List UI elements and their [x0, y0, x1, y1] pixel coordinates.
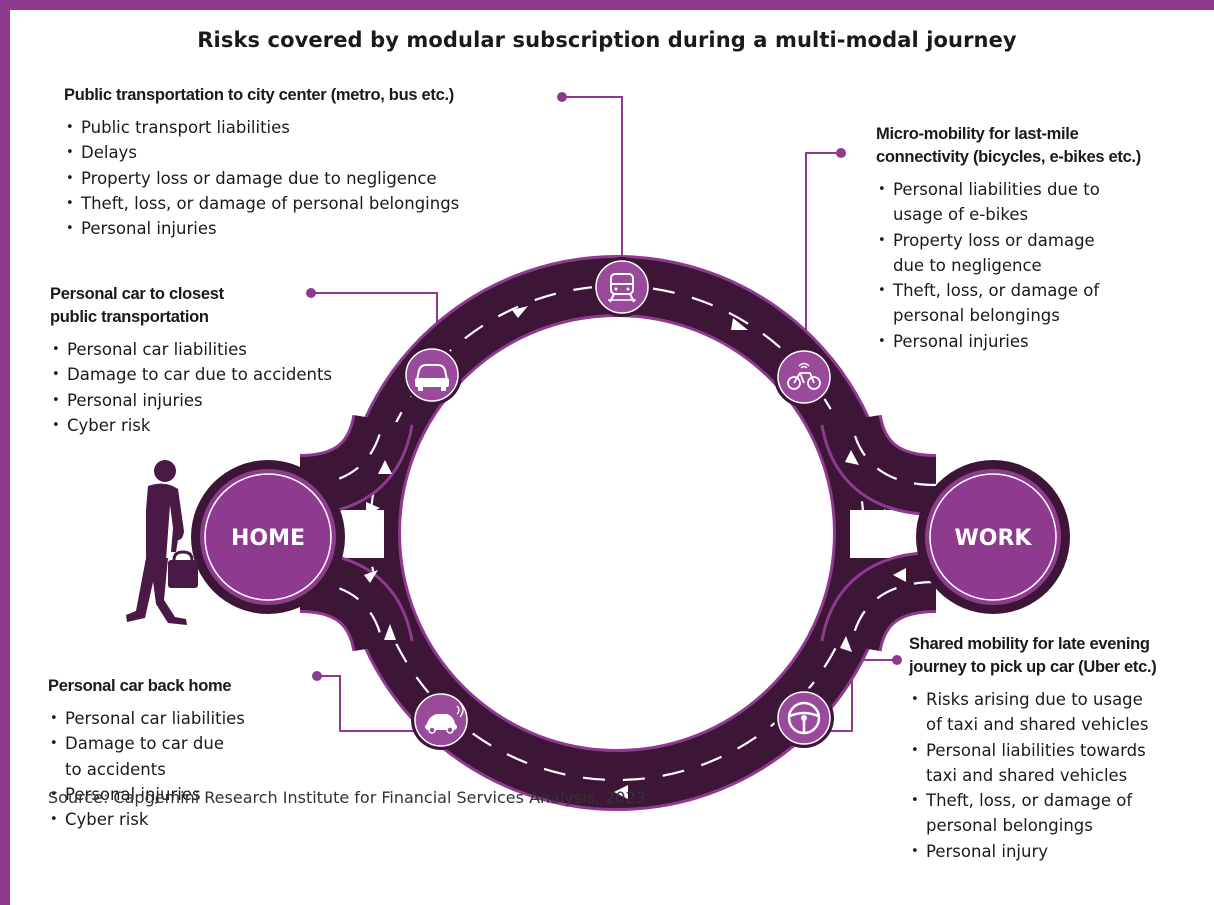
connector-dot: [892, 655, 902, 665]
shared-mobility-block: Shared mobility for late evening journey…: [909, 633, 1209, 864]
source-note: Source: Capgemini Research Institute for…: [48, 788, 646, 807]
risk-item: Personal injuries: [876, 329, 1206, 355]
car-home-risks: Personal car liabilities Damage to car d…: [48, 706, 328, 833]
arrow-icon: [364, 570, 378, 583]
car-icon: [402, 345, 462, 405]
arrow-icon: [884, 509, 897, 523]
public-transport-risks: Public transport liabilities Delays Prop…: [64, 115, 584, 242]
micro-mobility-heading: Micro-mobility for last-mile connectivit…: [876, 125, 1141, 166]
connector-shared-mobility: [830, 659, 897, 732]
direction-arrows: [364, 306, 906, 799]
arrow-icon: [845, 450, 859, 465]
car-home-heading: Personal car back home: [48, 677, 232, 695]
frame-top-border: [0, 0, 1214, 10]
risk-item: Personal liabilities due to usage of e-b…: [876, 177, 1206, 228]
connector-dot: [836, 148, 846, 158]
risk-item: Property loss or damage due to negligenc…: [876, 228, 1206, 279]
work-label: WORK: [955, 526, 1033, 551]
walking-person-icon: [126, 460, 198, 625]
connector-public-transport: [562, 96, 623, 262]
risk-item: Property loss or damage due to negligenc…: [64, 166, 584, 192]
risk-item: Personal injuries: [50, 388, 370, 414]
home-label: HOME: [231, 526, 305, 551]
risk-item: Theft, loss, or damage of personal belon…: [876, 278, 1206, 329]
risk-item: Theft, loss, or damage of personal belon…: [64, 191, 584, 217]
connector-dot: [557, 92, 567, 102]
risk-item: Personal liabilities towards taxi and sh…: [909, 738, 1209, 789]
connector-dot: [306, 288, 316, 298]
steering-wheel-icon: [774, 688, 834, 748]
personal-car-risks: Personal car liabilities Damage to car d…: [50, 337, 370, 438]
connector-car-home: [317, 675, 414, 732]
risk-item: Public transport liabilities: [64, 115, 584, 141]
micro-mobility-risks: Personal liabilities due to usage of e-b…: [876, 177, 1206, 354]
arrow-icon: [378, 460, 392, 474]
connector-dot: [312, 671, 322, 681]
shared-mobility-heading: Shared mobility for late evening journey…: [909, 635, 1157, 676]
risk-item: Delays: [64, 140, 584, 166]
road-gap-right: [850, 510, 916, 558]
diagram-title: Risks covered by modular subscription du…: [197, 28, 1017, 52]
car-home-block: Personal car back home Personal car liab…: [48, 675, 328, 833]
arrow-icon: [512, 306, 528, 318]
personal-car-block: Personal car to closest public transport…: [50, 283, 370, 438]
risk-item: Personal car liabilities: [50, 337, 370, 363]
frame-left-border: [0, 0, 10, 905]
bicycle-icon: [774, 347, 834, 407]
shared-mobility-risks: Risks arising due to usage of taxi and s…: [909, 687, 1209, 864]
arrow-icon: [366, 502, 380, 515]
risk-item: Risks arising due to usage of taxi and s…: [909, 687, 1209, 738]
micro-mobility-block: Micro-mobility for last-mile connectivit…: [876, 123, 1206, 354]
train-icon: [592, 257, 652, 317]
connector-dots: [306, 92, 902, 681]
arrow-icon: [614, 785, 628, 799]
risk-item: Personal car liabilities: [48, 706, 328, 732]
connected-car-icon: [411, 690, 471, 750]
risk-item: Cyber risk: [48, 807, 328, 833]
risk-item: Personal injury: [909, 839, 1209, 865]
arrow-icon: [384, 624, 396, 640]
risk-item: Damage to car due to accidents: [50, 362, 370, 388]
arrow-icon: [893, 568, 906, 582]
arrow-icon: [731, 318, 748, 330]
risk-item: Theft, loss, or damage of personal belon…: [909, 788, 1209, 839]
home-hub: [191, 460, 345, 614]
risk-item: Personal injuries: [64, 216, 584, 242]
public-transport-heading: Public transportation to city center (me…: [64, 86, 454, 104]
connector-micro-mobility: [805, 152, 841, 352]
personal-car-heading: Personal car to closest public transport…: [50, 285, 224, 326]
arrow-icon: [840, 636, 852, 652]
work-hub: [916, 460, 1070, 614]
risk-item: Cyber risk: [50, 413, 370, 439]
risk-item: Personal injuries: [48, 782, 328, 808]
risk-item: Damage to car due to accidents: [48, 731, 328, 782]
public-transport-block: Public transportation to city center (me…: [64, 84, 584, 242]
